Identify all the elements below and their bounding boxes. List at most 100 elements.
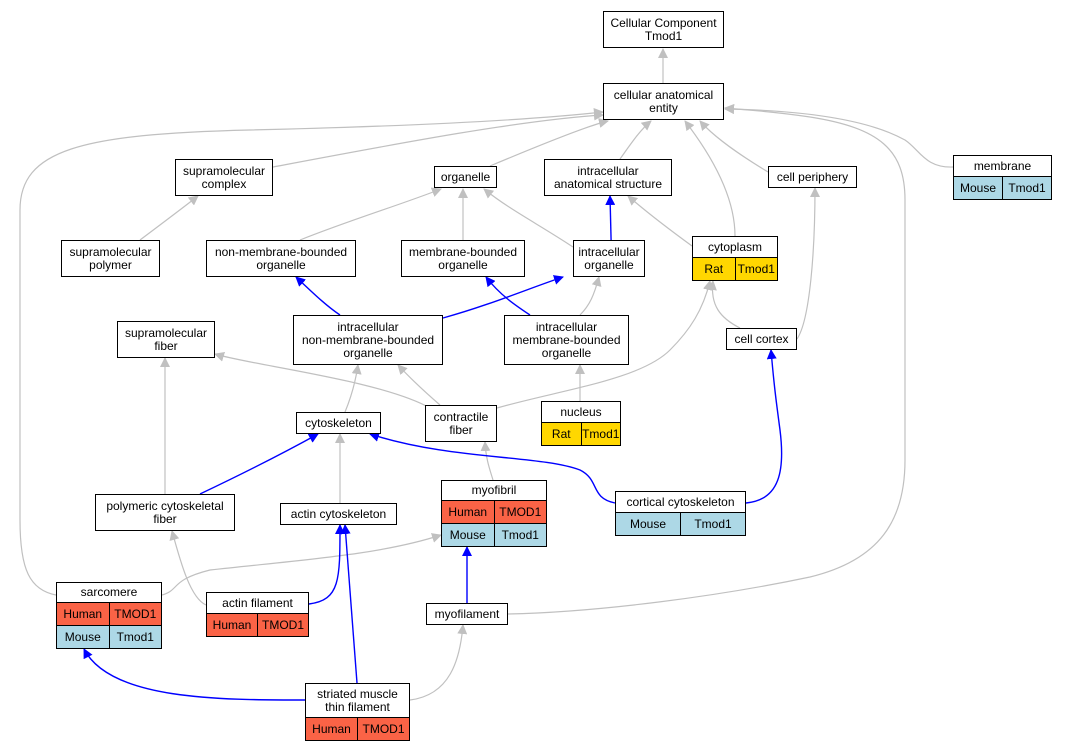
edge-is-a-actin-filament-to-polymeric-cytoskeletal-fiber [161,533,442,596]
node-intracellular-non-membrane-bounded-organelle[interactable]: intracellular non-membrane-bounded organ… [293,315,443,365]
gene-symbol: Tmod1 [580,423,621,445]
edge-is-a-intracellular-non-membrane-bounded-organelle-to-intracellular-organelle [344,364,362,413]
edge-part-of-striated-muscle-thin-filament-to-sarcomere [83,648,306,701]
node-label: cytoskeleton [305,415,372,430]
edge-is-a-organelle-to-cellular-anatomical-entity [489,118,609,167]
node-label: intracellular organelle [578,244,640,272]
gene-symbol: TMOD1 [493,501,547,523]
edge-part-of-intracellular-organelle-to-intracellular-anatomical-structure [295,276,341,316]
edge-is-a-membrane-to-cellular-anatomical-entity [724,104,954,168]
species-name: Human [448,505,488,519]
node-cytoskeleton[interactable]: cytoskeleton [296,412,381,434]
edge-part-of-striated-muscle-thin-filament-to-actin-cytoskeleton [340,524,358,684]
edge-is-a-cytoplasm-to-cellular-anatomical-entity [684,120,736,237]
node-cellular-component[interactable]: Cellular Component Tmod1 [603,11,724,48]
species-name: Mouse [959,181,997,195]
node-label: cellular anatomical entity [613,87,714,115]
node-myofilament[interactable]: myofilament [426,603,508,625]
node-supramolecular-polymer[interactable]: supramolecular polymer [61,240,160,277]
node-label: supramolecular fiber [124,325,208,353]
node-label: organelle [440,169,491,184]
node-label: myofibril [471,483,517,497]
node-cell-cortex[interactable]: cell cortex [726,328,797,350]
node-label: supramolecular complex [182,163,266,191]
edge-is-a-nucleus-to-intracellular-membrane-bounded-organelle [169,530,207,606]
species-name: Mouse [629,517,667,531]
species-name: Human [312,722,351,736]
species-name: Human [212,618,252,632]
node-label: cell periphery [776,169,849,184]
node-supramolecular-fiber[interactable]: supramolecular fiber [117,321,215,358]
node-label: sarcomere [80,585,138,599]
edge-is-a-actin-cytoskeleton-to-cytoskeleton [627,195,693,247]
node-intracellular-membrane-bounded-organelle[interactable]: intracellular membrane-bounded organelle [504,315,629,365]
edge-part-of-actin-filament-to-actin-cytoskeleton [308,524,345,605]
species-row: Human TMOD1 [207,613,308,636]
species-row: Rat Tmod1 [542,422,620,445]
edge-part-of-cell-cortex-to-cell-periphery [485,276,531,316]
gene-symbol: Tmod1 [1002,177,1051,199]
node-membrane-bounded-organelle[interactable]: membrane-bounded organelle [401,240,525,277]
node-supramolecular-complex[interactable]: supramolecular complex [175,159,273,196]
node-label: non-membrane-bounded organelle [214,244,348,272]
species-row: Mouse Tmod1 [954,176,1051,199]
species-name: Mouse [449,528,486,542]
edge-part-of-sarcomere-to-myofibril [745,349,783,504]
node-cell-periphery[interactable]: cell periphery [768,166,857,188]
node-label: striated muscle thin filament [317,686,398,714]
node-non-membrane-bounded-organelle[interactable]: non-membrane-bounded organelle [206,240,356,277]
node-polymeric-cytoskeletal-fiber[interactable]: polymeric cytoskeletal fiber [95,494,235,531]
node-contractile-fiber[interactable]: contractile fiber [425,405,497,442]
species-row: Mouse Tmod1 [442,523,546,546]
node-cellular-anatomical-entity[interactable]: cellular anatomical entity [603,83,724,120]
node-label: actin cytoskeleton [290,506,387,521]
node-label: myofilament [434,606,500,621]
node-label: membrane [973,158,1032,173]
gene-symbol: TMOD1 [257,614,308,636]
node-intracellular-organelle[interactable]: intracellular organelle [573,240,645,277]
node-label: cell cortex [734,331,789,346]
node-actin-cytoskeleton[interactable]: actin cytoskeleton [280,503,397,525]
node-organelle[interactable]: organelle [434,166,497,188]
edge-is-a-myofilament-to-cellular-anatomical-entity [507,103,906,615]
edge-is-a-intracellular-membrane-bounded-organelle-to-intracellular-organelle [214,351,431,409]
node-label: membrane-bounded organelle [408,244,518,272]
node-label: intracellular anatomical structure [553,163,663,191]
node-label: intracellular membrane-bounded organelle [512,319,621,360]
edge-is-a-supramolecular-polymer-to-supramolecular-complex [139,195,199,241]
node-label: supramolecular polymer [69,244,152,272]
node-label: intracellular non-membrane-bounded organ… [301,319,435,360]
edge-part-of-cortical-cytoskeleton-to-cell-cortex [199,433,319,495]
node-label: Cellular Component Tmod1 [610,15,717,43]
gene-symbol: TMOD1 [357,718,409,740]
species-name: Rat [704,262,724,276]
edge-layer [19,48,954,701]
node-label: polymeric cytoskeletal fiber [106,498,224,526]
node-intracellular-anatomical-structure[interactable]: intracellular anatomical structure [544,159,672,196]
edge-part-of-contractile-fiber-to-cytoplasm [369,432,616,504]
gene-symbol: Tmod1 [493,524,547,546]
edge-is-a-intracellular-organelle-to-organelle [483,188,574,248]
edge-is-a-contractile-fiber-to-supramolecular-fiber [480,441,494,481]
edge-is-a-sarcomere-to-cellular-anatomical-entity [19,108,604,596]
edge-is-a-supramolecular-complex-to-cellular-anatomical-entity [272,110,604,168]
edge-is-a-cortical-cytoskeleton-to-cytoskeleton [496,280,713,409]
node-label: cytoplasm [707,239,763,254]
edge-is-a-non-membrane-bounded-organelle-to-organelle [299,187,442,241]
species-name: Human [63,607,103,621]
edge-is-a-intracellular-membrane-bounded-organelle-to-membrane-bounded-organelle [397,364,441,406]
species-name: Mouse [64,630,101,644]
species-name: Rat [551,427,571,441]
